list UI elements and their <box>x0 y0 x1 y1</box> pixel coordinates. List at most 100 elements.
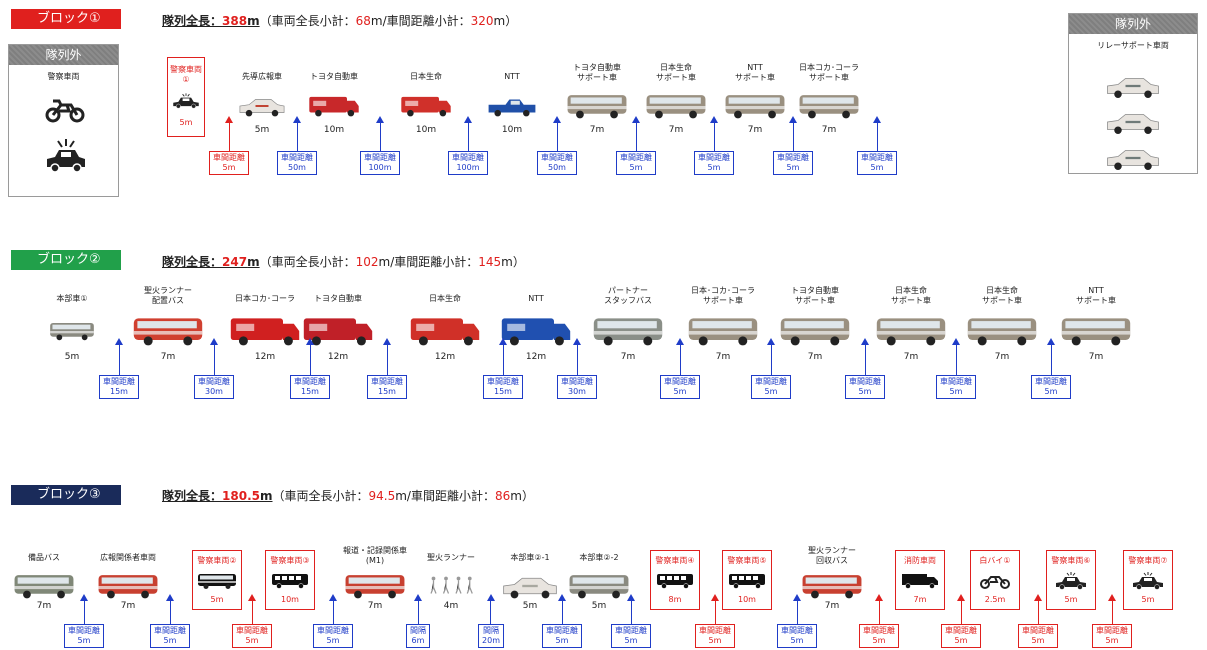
vehicle-name: 日本生命 サポート車 <box>982 286 1022 305</box>
gap-distance: 車間距離 15m <box>290 338 330 399</box>
vehicle-name: 日本生命 サポート車 <box>891 286 931 305</box>
vehicle-image-bus <box>724 90 786 126</box>
outside-panel-left-title: 隊列外 <box>9 45 118 65</box>
gap-stem <box>713 123 715 151</box>
vehicle-name: 日本生命 <box>410 72 442 81</box>
gap-label: 車間距離 50m <box>277 151 317 175</box>
vehicle-name: トヨタ自動車 サポート車 <box>791 286 839 305</box>
police-car-icon <box>168 92 204 112</box>
gap-distance: 車間距離 100m <box>448 116 488 175</box>
gap-label: 車間距離 5m <box>695 624 735 648</box>
gap-distance: 間隔 20m <box>478 594 504 648</box>
vehicle-name: パートナー スタッフバス <box>604 286 652 305</box>
vehicle-image-bus <box>592 314 664 352</box>
arrow-up-icon <box>553 116 561 123</box>
vehicle-name: 聖火ランナー 回収バス <box>808 546 856 565</box>
vehicle-length: 7m <box>160 352 176 362</box>
gap-stem <box>228 123 230 151</box>
gap-stem <box>118 345 120 375</box>
block-3-summary: 隊列全長：180.5m（車両全長小計：94.5m/車間距離小計：86m） <box>162 489 534 503</box>
gap-stem <box>878 601 880 624</box>
arrow-up-icon <box>210 338 218 345</box>
gap-stem <box>630 601 632 624</box>
gap-label: 車間距離 15m <box>290 375 330 399</box>
gap-stem <box>1050 345 1052 375</box>
vehicle-length: 7m <box>1088 352 1104 362</box>
vehicle-image-van <box>193 570 241 594</box>
arrow-up-icon <box>873 116 881 123</box>
vehicle-image-bus <box>645 90 707 126</box>
arrow-up-icon <box>329 594 337 601</box>
vehicle-length: 7m <box>367 601 383 611</box>
vehicle-name: 日本･コカ･コーラ サポート車 <box>691 286 755 305</box>
vehicle-length: 7m <box>807 352 823 362</box>
vehicle-image-moto <box>971 570 1019 594</box>
gap-stem <box>960 601 962 624</box>
vehicle-length: 7m <box>620 352 636 362</box>
gap-stem <box>770 345 772 375</box>
vehicle-image-police <box>1124 570 1172 594</box>
police-vehicle-length: 8m <box>668 595 682 604</box>
vehicle-name: 日本コカ･コーラ サポート車 <box>799 63 859 82</box>
vehicle-name: トヨタ自動車 サポート車 <box>573 63 621 82</box>
arrow-up-icon <box>711 594 719 601</box>
gap-stem <box>679 345 681 375</box>
arrow-up-icon <box>1108 594 1116 601</box>
gap-stem <box>467 123 469 151</box>
gap-distance: 車間距離 5m <box>751 338 791 399</box>
vehicle-length: 5m <box>64 352 80 362</box>
police-vehicle-name: 消防車両 <box>904 556 936 565</box>
vehicle-name: 聖火ランナー <box>427 553 475 562</box>
arrow-up-icon <box>80 594 88 601</box>
gap-distance: 車間距離 5m <box>64 594 104 648</box>
police-vehicle-length: 5m <box>1141 595 1155 604</box>
outside-panel-left-subtitle: 警察車両 <box>47 72 80 81</box>
gap-distance: 車間距離 5m <box>611 594 651 648</box>
vehicle-name: NTT サポート車 <box>735 63 775 82</box>
gap-distance: 車間距離 5m <box>232 594 272 648</box>
vehicle-length: 7m <box>120 601 136 611</box>
vehicle-length: 7m <box>668 125 684 135</box>
gap-stem <box>83 601 85 624</box>
vehicle-name: 備品バス <box>28 553 60 562</box>
gap-distance: 車間距離 5m <box>859 594 899 648</box>
arrow-up-icon <box>1034 594 1042 601</box>
vehicle-image-truck <box>409 314 481 352</box>
vehicle-image-suv <box>236 90 288 126</box>
vehicle-length: 7m <box>994 352 1010 362</box>
vehicle-name: 聖火ランナー 配置バス <box>144 286 192 305</box>
vehicle-name: トヨタ自動車 <box>314 294 362 303</box>
arrow-up-icon <box>293 116 301 123</box>
vehicle-image-bus <box>801 572 863 604</box>
outside-panel-left: 隊列外 警察車両 <box>8 44 119 197</box>
gap-distance: 車間距離 5m <box>857 116 897 175</box>
gap-distance: 車間距離 5m <box>313 594 353 648</box>
gap-stem <box>714 601 716 624</box>
arrow-up-icon <box>573 338 581 345</box>
gap-stem <box>864 345 866 375</box>
arrow-up-icon <box>499 338 507 345</box>
police-car-1-name: 警察車両① <box>170 65 202 84</box>
vehicle-image-police <box>1047 570 1095 594</box>
gap-stem <box>576 345 578 375</box>
gap-label: 車間距離 5m <box>232 624 272 648</box>
gap-distance: 車間距離 50m <box>277 116 317 175</box>
gap-label: 車間距離 15m <box>367 375 407 399</box>
gap-label: 車間距離 5m <box>542 624 582 648</box>
gap-stem <box>332 601 334 624</box>
arrow-up-icon <box>225 116 233 123</box>
arrow-up-icon <box>789 116 797 123</box>
gap-distance: 車間距離 5m <box>542 594 582 648</box>
gap-distance: 車間距離 5m <box>777 594 817 648</box>
vehicle-name: トヨタ自動車 <box>310 72 358 81</box>
gap-stem <box>213 345 215 375</box>
block-2-label: ブロック② <box>11 250 121 270</box>
vehicle-image-bus <box>798 90 860 126</box>
gap-distance: 車間距離 15m <box>367 338 407 399</box>
arrow-up-icon <box>957 594 965 601</box>
gap-distance: 車間距離 30m <box>194 338 234 399</box>
vehicle-image-bus <box>13 572 75 604</box>
